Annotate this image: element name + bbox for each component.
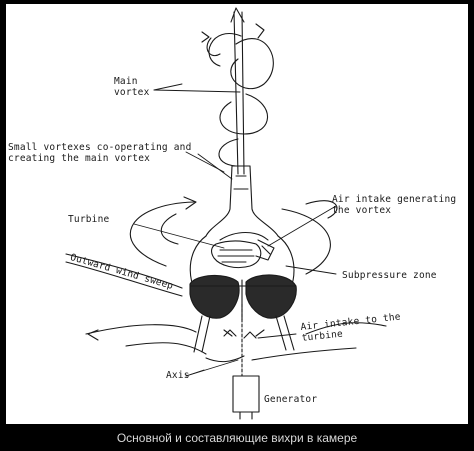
leader-lines (133, 83, 337, 377)
label-air-intake-vortex-line1: Air intake generating (332, 194, 457, 205)
label-subpressure-zone: Subpressure zone (342, 270, 437, 281)
drawing-sheet: Main vortex Small vortexes co-operating … (6, 4, 468, 424)
air-intake-swirl (129, 196, 338, 275)
chamber-neck (205, 165, 279, 237)
chamber-supports (193, 315, 295, 353)
main-vortex-shape (208, 7, 274, 175)
label-main-vortex: Main vortex (114, 76, 150, 98)
label-axis: Axis (166, 370, 190, 381)
wind-sweep-lines (65, 253, 387, 363)
axis-line (223, 303, 265, 377)
label-small-vortexes-line1: Small vortexes co-operating and (8, 142, 192, 153)
label-generator: Generator (264, 394, 318, 405)
label-turbine: Turbine (68, 214, 110, 225)
small-vortex-loops (201, 31, 221, 56)
figure-caption: Основной и составляющие вихри в камере (116, 431, 358, 445)
label-air-intake-vortex-line2: the vortex (332, 205, 392, 216)
vortex-chamber-drawing (65, 7, 387, 420)
generator (232, 375, 260, 420)
label-small-vortexes: Small vortexes co-operating and creating… (8, 142, 192, 164)
lower-rotor (189, 274, 297, 321)
label-air-intake-vortex: Air intake generating the vortex (332, 194, 456, 216)
label-small-vortexes-line2: creating the main vortex (8, 153, 151, 164)
label-main-vortex-line1: Main (114, 76, 138, 87)
label-main-vortex-line2: vortex (114, 87, 150, 98)
turbine-blades (211, 239, 275, 269)
